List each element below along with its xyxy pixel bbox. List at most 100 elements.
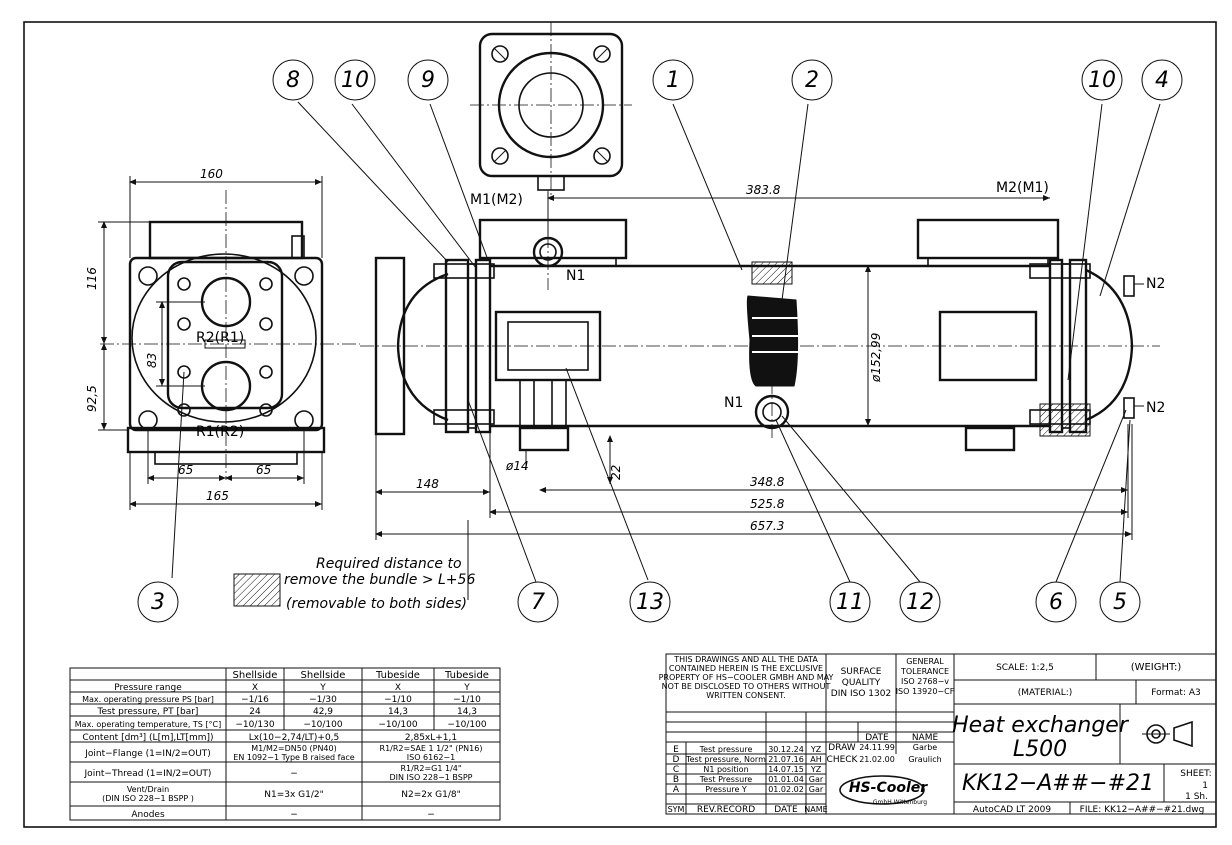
spec-cell: N1=3x G1/2" — [264, 790, 324, 800]
rev-record: Test Pressure — [699, 775, 753, 784]
rev-record: Test pressure — [699, 745, 753, 754]
rev-sym: A — [673, 785, 680, 795]
rev-header: SYM — [668, 805, 685, 814]
rev-header: DATE — [774, 805, 798, 815]
scale: SCALE: 1:2,5 — [996, 663, 1054, 673]
software: AutoCAD LT 2009 — [973, 805, 1051, 815]
rev-record: Test pressure, Norm — [685, 755, 766, 764]
end-view — [100, 190, 360, 480]
spec-row-label: Joint−Thread (1=IN/2=OUT) — [84, 769, 212, 779]
spec-cell: X — [395, 683, 401, 693]
dim-152-99: ø152,99 — [869, 333, 883, 383]
balloon-label: 11 — [836, 590, 864, 615]
notice-line: WRITTEN CONSENT. — [706, 691, 786, 700]
spec-cell: −10/100 — [378, 720, 417, 730]
balloon-label: 7 — [531, 590, 545, 615]
spec-cell: N2=2x G1/8" — [401, 790, 461, 800]
tolerance-label: TOLERANCE — [900, 667, 949, 676]
hatch-legend — [233, 573, 281, 607]
sheet-total: 1 Sh. — [1185, 792, 1208, 802]
spec-cell: EN 1092−1 Type B raised face — [233, 753, 354, 762]
revision-table: E Test pressure 30.12.24 YZ D Test press… — [668, 745, 828, 815]
rev-date: 01.01.04 — [768, 775, 804, 784]
check-label: CHECK — [827, 755, 859, 765]
sheet-number: 1 — [1202, 781, 1208, 791]
balloon-12: 12 — [899, 581, 941, 623]
surface-label: DIN ISO 1302 — [831, 689, 891, 699]
dim-165: 165 — [206, 489, 229, 503]
spec-row-label: Max. operating temperature, TS [°C] — [75, 720, 221, 729]
spec-cell: −10/100 — [303, 720, 342, 730]
side-view-dimensions — [375, 192, 1133, 540]
dim-657-3: 657.3 — [750, 519, 784, 533]
material: (MATERIAL:) — [1018, 688, 1073, 698]
balloon-7: 7 — [517, 581, 559, 623]
dim-65-right: 65 — [256, 463, 271, 477]
rev-date: 01.02.02 — [768, 785, 804, 794]
draw-date-header: DATE — [865, 733, 889, 743]
rev-sym: E — [673, 745, 679, 755]
side-view — [360, 190, 1160, 452]
draw-date: 24.11.99 — [859, 743, 895, 752]
notice-line: CONTAINED HEREIN IS THE EXCLUSIVE — [669, 664, 823, 673]
rev-name: Gar — [809, 785, 824, 794]
balloon-label: 1 — [666, 68, 680, 93]
spec-header-1: Shellside — [233, 670, 278, 681]
spec-cell: Lx(10−2,74/LT)+0,5 — [249, 733, 340, 743]
rev-name: YZ — [810, 745, 822, 754]
draw-name-header: NAME — [912, 733, 939, 743]
drawing-title: Heat exchanger — [952, 713, 1130, 738]
rev-date: 21.07.16 — [768, 755, 804, 764]
spec-row-label: Test pressure, PT [bar] — [97, 707, 199, 717]
end-view-dimensions — [98, 176, 323, 510]
spec-cell: 24 — [249, 707, 261, 717]
balloon-label: 5 — [1113, 590, 1127, 615]
spec-cell: R1/R2=SAE 1 1/2" (PN16) — [380, 744, 483, 753]
balloon-label: 10 — [341, 68, 369, 93]
spec-row-label: Content [dm³] (L[m],LT[mm]) — [82, 733, 213, 743]
spec-cell: −1/16 — [241, 695, 269, 705]
drawing-subtitle: L500 — [1013, 737, 1067, 762]
top-flange — [470, 22, 632, 200]
balloons: 8 10 9 1 2 10 4 3 7 13 11 12 6 5 — [137, 59, 1183, 623]
logo-text: HS-Cooler — [849, 780, 928, 796]
surface-label: QUALITY — [842, 678, 881, 688]
rev-record: Pressure Y — [705, 785, 747, 794]
dim-348-8: 348.8 — [750, 475, 785, 489]
format: Format: A3 — [1151, 688, 1201, 698]
rev-sym: D — [673, 755, 680, 765]
spec-cell: Y — [319, 683, 326, 693]
balloon-6: 6 — [1035, 581, 1077, 623]
tolerance-label: ISO 2768−v — [901, 677, 949, 686]
spec-cell: −10/130 — [235, 720, 274, 730]
spec-cell: 2,85xL+1,1 — [405, 733, 457, 743]
bundle-note: Required distance to remove the bundle >… — [233, 556, 475, 612]
rev-name: Gar — [809, 775, 824, 784]
logo-subtext: GmbH Wittenburg — [873, 799, 927, 806]
rev-name: YZ — [810, 765, 822, 774]
rev-date: 30.12.24 — [768, 745, 804, 754]
sheet-label: SHEET: — [1180, 769, 1211, 779]
spec-cell: −1/10 — [384, 695, 412, 705]
rev-date: 14.07.15 — [768, 765, 804, 774]
rev-sym: B — [673, 775, 679, 785]
spec-cell: 14,3 — [388, 707, 408, 717]
dim-83: 83 — [145, 353, 159, 368]
spec-row-label: Joint−Flange (1=IN/2=OUT) — [84, 749, 211, 759]
port-n2-bottom: N2 — [1146, 400, 1165, 416]
dim-383-8: 383.8 — [746, 183, 781, 197]
spec-cell: − — [427, 810, 435, 820]
spec-cell: −10/100 — [447, 720, 486, 730]
spec-header-4: Tubeside — [444, 670, 489, 681]
spec-row-label: Max. operating pressure PS [bar] — [82, 695, 214, 704]
port-m2: M2(M1) — [996, 180, 1049, 196]
dim-160: 160 — [200, 167, 223, 181]
rev-header: REV.RECORD — [697, 805, 755, 815]
check-name: Graulich — [908, 755, 941, 764]
dim-22: 22 — [609, 465, 623, 480]
port-n2-top: N2 — [1146, 276, 1165, 292]
port-n1-bottom: N1 — [724, 395, 743, 411]
balloon-8: 8 — [272, 59, 314, 101]
weight: (WEIGHT:) — [1131, 662, 1182, 673]
